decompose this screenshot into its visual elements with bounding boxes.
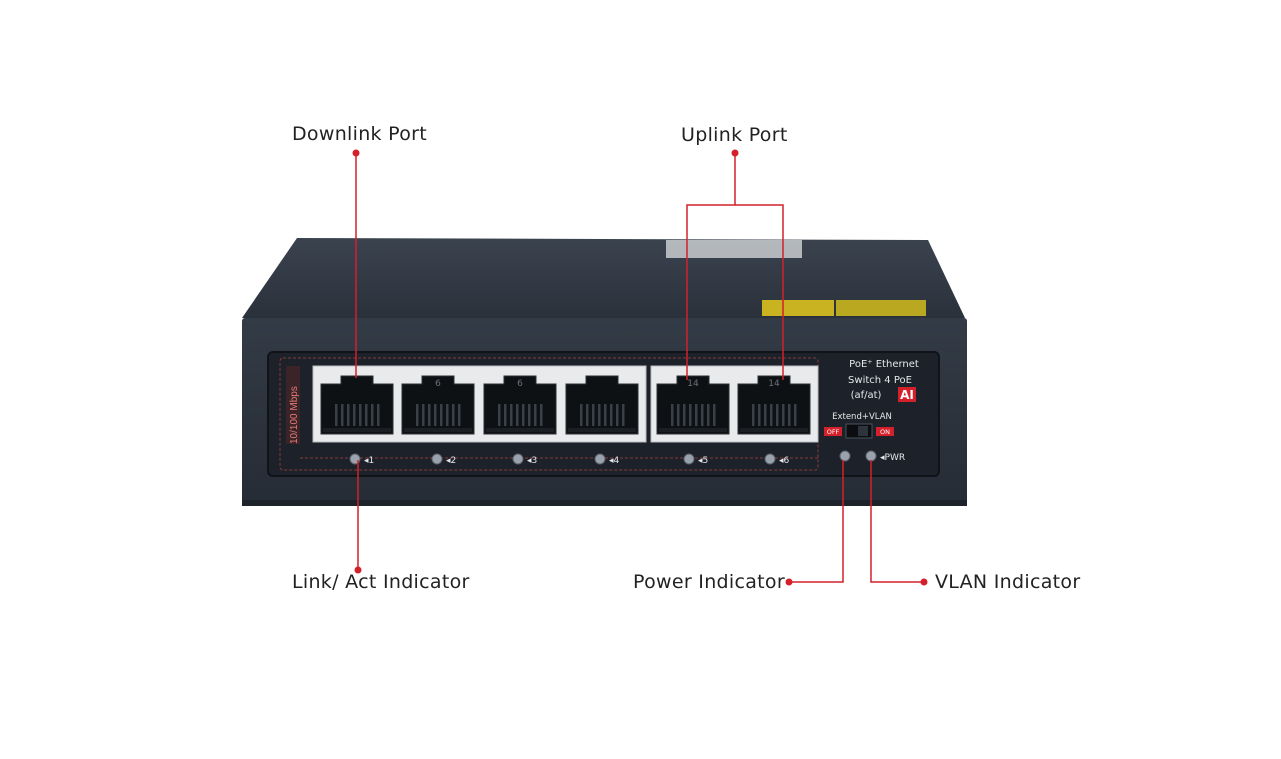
brand-badge: AI bbox=[900, 388, 914, 402]
rj45-port-2: 6 bbox=[401, 375, 475, 435]
rj45-port-5: 14 bbox=[656, 375, 730, 435]
rj45-port-1 bbox=[320, 375, 394, 435]
brand-block: PoE⁺ Ethernet Switch 4 PoE (af/at) AI bbox=[848, 359, 919, 402]
power-indicator-label: Power Indicator bbox=[633, 571, 785, 593]
rj45-port-3: 6 bbox=[483, 375, 557, 435]
port-mark-3: 6 bbox=[517, 379, 523, 389]
top-sticker bbox=[666, 240, 802, 258]
port-mark-5: 14 bbox=[687, 379, 699, 389]
link-act-led-6: ◂6 bbox=[764, 453, 790, 466]
warning-sticker bbox=[762, 300, 834, 316]
extend-vlan-switch[interactable]: Extend+VLAN OFF ON bbox=[824, 412, 894, 439]
brand-badge-bg bbox=[898, 387, 916, 402]
link-act-led-4: ◂4 bbox=[594, 453, 620, 466]
vlan-indicator-label: VLAN Indicator bbox=[935, 571, 1081, 593]
callout-lines bbox=[355, 153, 924, 583]
led-label-5: ◂5 bbox=[698, 456, 708, 466]
rj45-port-6: 14 bbox=[737, 375, 811, 435]
brand-line2: Switch 4 PoE bbox=[848, 375, 912, 386]
brand-line1: PoE⁺ Ethernet bbox=[849, 359, 919, 370]
caution-sticker bbox=[836, 300, 926, 316]
port-mark-6: 14 bbox=[768, 379, 780, 389]
link-act-led-2: ◂2 bbox=[431, 453, 456, 466]
uplink-port-label: Uplink Port bbox=[681, 124, 788, 146]
downlink-port-label: Downlink Port bbox=[292, 123, 428, 145]
switch-on-label: ON bbox=[880, 428, 890, 436]
switch-off-label: OFF bbox=[827, 428, 840, 436]
callout-dots bbox=[352, 149, 928, 586]
pwr-label: ◂PWR bbox=[880, 453, 905, 463]
led-label-2: ◂2 bbox=[446, 456, 456, 466]
link-act-indicator-label: Link/ Act Indicator bbox=[292, 571, 470, 593]
speed-label: 10/100 Mbps bbox=[289, 386, 300, 444]
power-led bbox=[839, 450, 851, 462]
led-label-4: ◂4 bbox=[609, 456, 620, 466]
led-label-1: ◂1 bbox=[364, 456, 374, 466]
led-label-3: ◂3 bbox=[527, 456, 537, 466]
led-label-6: ◂6 bbox=[779, 456, 790, 466]
port-group: 6 6 14 14 bbox=[312, 365, 819, 443]
vlan-led bbox=[865, 450, 877, 462]
port-mark-2: 6 bbox=[435, 379, 441, 389]
led-group: ◂1 ◂2 ◂3 ◂4 ◂5 ◂6 bbox=[300, 453, 820, 466]
speed-label-group: 10/100 Mbps bbox=[286, 366, 300, 444]
link-act-led-5: ◂5 bbox=[683, 453, 708, 466]
brand-line3: (af/at) bbox=[851, 390, 882, 401]
switch-label: Extend+VLAN bbox=[832, 412, 892, 422]
link-act-led-3: ◂3 bbox=[512, 453, 537, 466]
rj45-port-4 bbox=[565, 375, 639, 435]
